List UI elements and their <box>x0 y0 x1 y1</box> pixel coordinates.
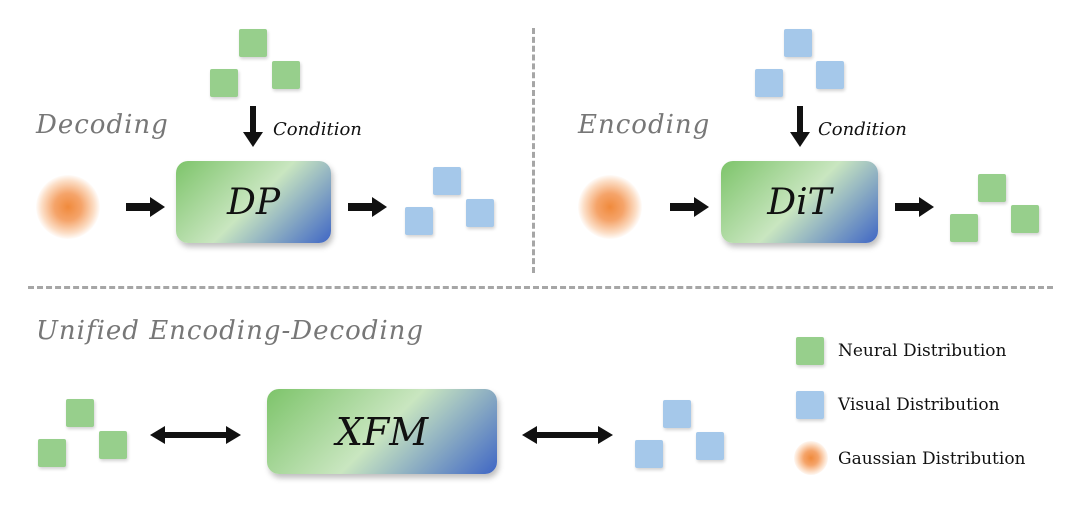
gaussian-noise-icon <box>578 175 642 239</box>
neural-square <box>272 61 300 89</box>
dit-model-box: DiT <box>721 161 878 243</box>
horizontal-divider <box>28 286 1053 289</box>
visual-square <box>405 207 433 235</box>
visual-square <box>433 167 461 195</box>
unified-title: Unified Encoding-Decoding <box>36 316 425 346</box>
decoding-title: Decoding <box>36 110 169 140</box>
gaussian-noise-icon <box>36 175 100 239</box>
visual-square <box>816 61 844 89</box>
neural-square <box>978 174 1006 202</box>
neural-square <box>66 399 94 427</box>
visual-square <box>663 400 691 428</box>
right-arrow-icon <box>126 197 165 217</box>
condition-down-arrow-icon <box>790 106 810 147</box>
neural-square <box>950 214 978 242</box>
xfm-model-label: XFM <box>335 409 429 454</box>
neural-square <box>38 439 66 467</box>
condition-down-arrow-icon <box>243 106 263 147</box>
legend-gaussian-label: Gaussian Distribution <box>838 449 1026 469</box>
visual-square <box>784 29 812 57</box>
visual-square <box>466 199 494 227</box>
dit-model-label: DiT <box>767 181 832 223</box>
neural-square <box>210 69 238 97</box>
vertical-divider <box>532 28 535 273</box>
encoding-condition-label: Condition <box>818 119 907 140</box>
dp-model-box: DP <box>176 161 331 243</box>
visual-square <box>755 69 783 97</box>
decoding-condition-label: Condition <box>273 119 362 140</box>
right-arrow-icon <box>670 197 709 217</box>
legend-gaussian-swatch <box>794 441 828 475</box>
legend-visual-label: Visual Distribution <box>838 395 1000 415</box>
neural-square <box>239 29 267 57</box>
legend-visual-swatch <box>796 391 824 419</box>
visual-square <box>696 432 724 460</box>
visual-square <box>635 440 663 468</box>
encoding-title: Encoding <box>578 110 711 140</box>
right-arrow-icon <box>348 197 387 217</box>
neural-square <box>99 431 127 459</box>
neural-square <box>1011 205 1039 233</box>
bidirectional-arrow-icon <box>522 426 613 444</box>
bidirectional-arrow-icon <box>150 426 241 444</box>
dp-model-label: DP <box>226 181 281 223</box>
xfm-model-box: XFM <box>267 389 497 474</box>
legend-neural-swatch <box>796 337 824 365</box>
right-arrow-icon <box>895 197 934 217</box>
legend-neural-label: Neural Distribution <box>838 341 1007 361</box>
